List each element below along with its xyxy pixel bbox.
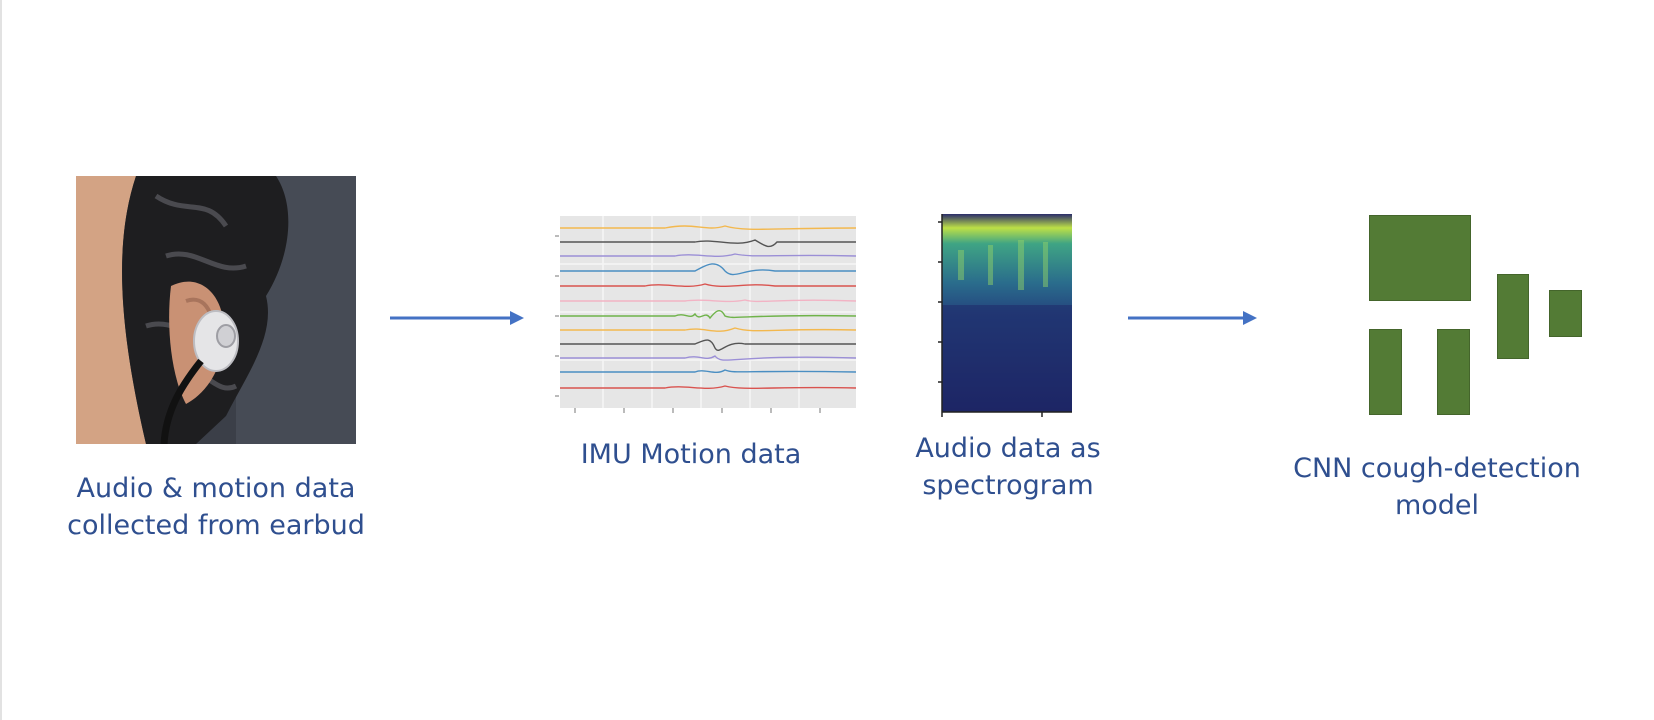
- imu-trace-3: [560, 253, 857, 257]
- imu-label: IMU Motion data: [580, 439, 802, 470]
- imu-trace-9: [560, 339, 856, 351]
- earbud-photo: [76, 176, 356, 444]
- cnn-label-line1: CNN cough-detection: [1293, 453, 1581, 484]
- spectrogram-label: Audio data as spectrogram: [890, 430, 1126, 504]
- arrow-right-icon: [390, 311, 524, 325]
- imu-trace-1: [560, 225, 857, 231]
- audio-spectrogram: [938, 214, 1072, 417]
- cnn-block-tall-left: [1369, 329, 1402, 415]
- frame-edge: [0, 0, 2, 720]
- cnn-label: CNN cough-detection model: [1280, 450, 1594, 524]
- imu-trace-4: [560, 263, 856, 276]
- earbud-label: Audio & motion data collected from earbu…: [50, 470, 382, 544]
- imu-motion-plot: [555, 216, 857, 413]
- cnn-block-medium: [1497, 274, 1529, 359]
- imu-trace-10: [560, 355, 857, 361]
- cnn-label-line2: model: [1394, 490, 1480, 521]
- imu-trace-5: [560, 283, 856, 287]
- imu-trace-7: [560, 309, 857, 320]
- arrow-right-icon: [1128, 311, 1257, 325]
- spectrogram-label-line1: Audio data as: [915, 433, 1101, 464]
- imu-trace-11: [560, 369, 857, 373]
- cnn-block-small: [1549, 290, 1582, 337]
- earbud-label-line2: collected from earbud: [67, 510, 365, 541]
- imu-trace-6: [560, 299, 857, 303]
- spectrogram-label-line2: spectrogram: [922, 470, 1094, 501]
- imu-trace-8: [560, 327, 857, 332]
- cnn-block-large: [1369, 215, 1471, 301]
- cnn-block-tall-right: [1437, 329, 1470, 415]
- imu-trace-2: [560, 239, 856, 248]
- earbud-label-line1: Audio & motion data: [76, 473, 356, 504]
- imu-trace-12: [560, 385, 857, 389]
